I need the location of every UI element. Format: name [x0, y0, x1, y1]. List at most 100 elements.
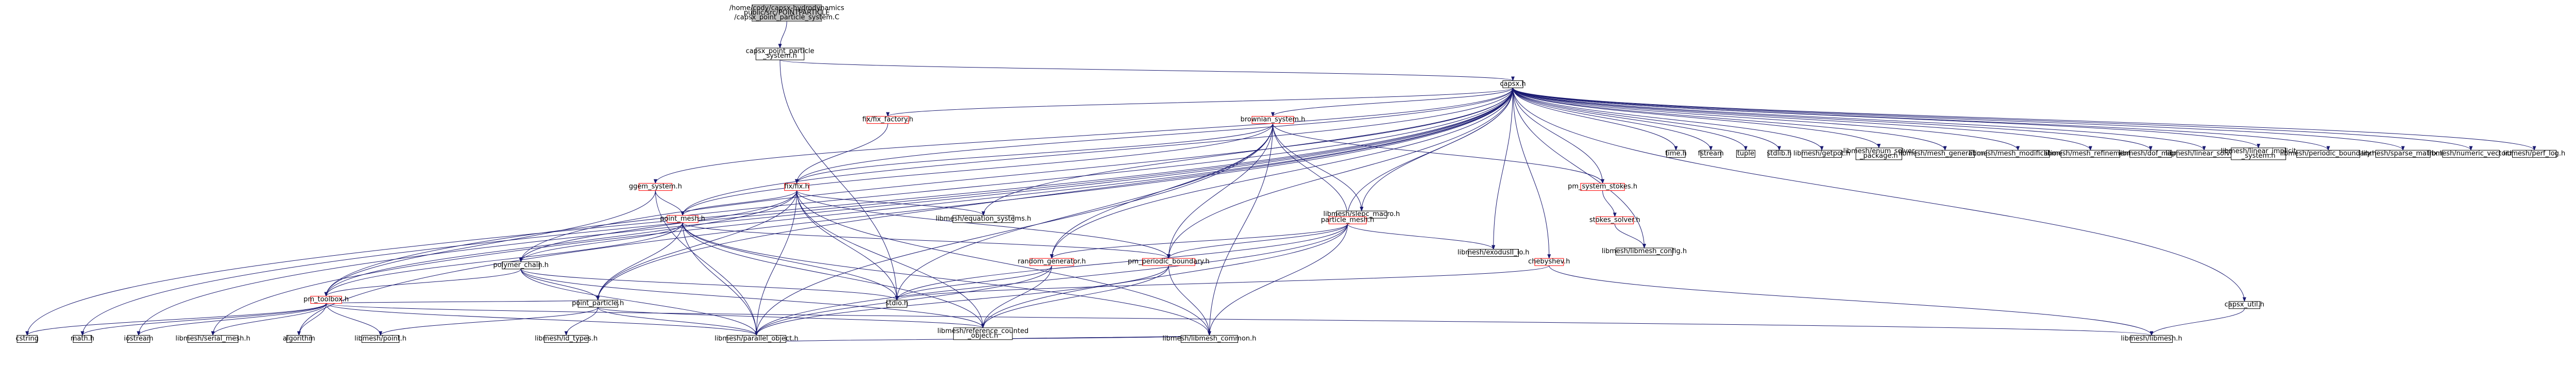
edge-point-mesh-to-pm-periodic [682, 222, 1171, 259]
edge-point-mesh-to-point-particle [596, 222, 683, 301]
node-stdlib[interactable]: stdlib.h [1767, 150, 1791, 158]
node-mesh-mod[interactable]: libmesh/mesh_modification.h [1969, 150, 2067, 158]
edge-capsx-to-iostream [137, 88, 1514, 336]
node-label: pm_periodic_boundary.h [1128, 258, 1210, 266]
node-serial-mesh[interactable]: libmesh/serial_mesh.h [176, 335, 250, 343]
edge-particle-mesh-to-reference-counted [981, 224, 1348, 328]
node-equation-systems[interactable]: libmesh/equation_systems.h [936, 215, 1031, 223]
edge-capsx-to-time [1513, 88, 1678, 151]
node-fix-factory[interactable]: fix/fix_factory.h [862, 116, 913, 124]
edge-capsx-to-fix [795, 88, 1514, 184]
node-perf-log[interactable]: libmesh/perf_log.h [2503, 150, 2565, 158]
node-linear-implicit[interactable]: libmesh/linear_implicit_system.h [2221, 147, 2296, 160]
node-capsx-util[interactable]: capsx_util.h [2225, 301, 2264, 309]
node-algorithm[interactable]: algorithm [283, 335, 315, 343]
node-lm-point[interactable]: libmesh/point.h [354, 335, 406, 343]
node-stdio[interactable]: stdio.h [886, 300, 908, 308]
node-label: random_generator.h [1018, 258, 1086, 266]
node-label: point_mesh.h [660, 215, 705, 223]
node-pm-stokes[interactable]: pm_system_stokes.h [1568, 183, 1637, 191]
edge-fix-to-point-particle [596, 190, 798, 301]
node-point-particle[interactable]: point_particle.h [572, 300, 624, 308]
node-label: cstring [16, 335, 39, 342]
node-sparse-matrix[interactable]: libmesh/sparse_matrix.h [2362, 150, 2444, 158]
node-label: polymer_chain.h [493, 261, 549, 269]
node-iostream[interactable]: iostream [124, 335, 154, 343]
node-box [1468, 249, 1519, 257]
edge-capsx-to-numeric-vector [1513, 88, 2473, 151]
node-mesh-ref[interactable]: libmesh/mesh_refinement.h [2044, 150, 2138, 158]
node-pm-toolbox[interactable]: pm_toolbox.h [303, 296, 349, 304]
node-tuple[interactable]: tuple [1736, 150, 1755, 158]
edge-point-particle-to-reference-counted [598, 307, 985, 328]
node-fix[interactable]: fix/fix.h [784, 183, 809, 191]
node-brownian[interactable]: brownian_system.h [1241, 116, 1306, 124]
node-cpps[interactable]: capsx_point_particle_system.h [745, 47, 814, 60]
edge-point-particle-to-id-types [564, 307, 599, 336]
node-libmesh-config[interactable]: libmesh/libmesh_config.h [1602, 247, 1687, 256]
node-cstring[interactable]: cstring [16, 335, 39, 343]
node-label: libmesh/reference_counted [937, 327, 1028, 335]
node-box [2231, 147, 2286, 160]
node-label: capsx.h [1500, 80, 1526, 88]
edge-pm-toolbox-to-parallel-object [326, 303, 758, 336]
node-linear-solver[interactable]: libmesh/linear_solver.h [2165, 150, 2243, 158]
node-label: /home/cody/capsx-hydrodynamics [730, 4, 844, 12]
node-root[interactable]: /home/cody/capsx-hydrodynamicspublic/src… [730, 4, 844, 22]
node-polymer-chain[interactable]: polymer_chain.h [493, 261, 549, 270]
node-reference-counted[interactable]: libmesh/reference_counted_object.h [937, 327, 1028, 340]
node-stokes-solver[interactable]: stokes_solver.h [1589, 216, 1640, 224]
edge-capsx-to-fix-factory [886, 87, 1514, 117]
node-box [1180, 335, 1239, 343]
edge-capsx-to-serial-mesh [211, 88, 1514, 336]
edge-point-mesh-to-libmesh-common [682, 222, 1211, 336]
node-periodic-boundary[interactable]: libmesh/periodic_boundary.h [2280, 150, 2377, 158]
edge-capsx-to-mesh-mod [1513, 88, 2020, 151]
node-time[interactable]: time.h [1665, 150, 1687, 158]
node-exodus[interactable]: libmesh/exodusII_io.h [1458, 249, 1530, 257]
node-random-gen[interactable]: random_generator.h [1018, 258, 1086, 266]
node-getpot[interactable]: libmesh/getpot.h [1793, 150, 1851, 158]
edge-point-mesh-to-pm-toolbox [324, 222, 683, 297]
node-id-types[interactable]: libmesh/id_types.h [535, 335, 598, 343]
node-box [1596, 216, 1634, 224]
node-box [638, 183, 672, 191]
node-numeric-vector[interactable]: libmesh/numeric_vector.h [2428, 150, 2514, 158]
node-libmesh-common[interactable]: libmesh/libmesh_common.h [1162, 335, 1257, 343]
node-particle-mesh[interactable]: particle_mesh.h [1321, 216, 1375, 224]
edge-brownian-to-point-mesh [681, 123, 1274, 216]
node-dof-map[interactable]: libmesh/dof_map.h [2119, 150, 2182, 158]
node-box [2296, 150, 2360, 158]
node-label: libmesh/mesh_generation.h [1899, 150, 1992, 157]
node-math[interactable]: math.h [71, 335, 94, 343]
node-mesh-gen[interactable]: libmesh/mesh_generation.h [1899, 150, 1992, 158]
edge-brownian-to-parallel-object [754, 123, 1274, 336]
edge-capsx-to-enum-solver [1513, 88, 1881, 148]
node-pm-periodic[interactable]: pm_periodic_boundary.h [1128, 258, 1210, 266]
node-label: point_particle.h [572, 300, 624, 307]
node-box [886, 300, 907, 308]
node-label: fix/fix.h [784, 183, 809, 191]
edge-capsx-to-stdlib [1513, 88, 1781, 151]
node-fstream[interactable]: fstream [1698, 150, 1724, 158]
edge-stokes-solver-to-libmesh-config [1614, 224, 1646, 249]
edge-capsx-to-pm-periodic [1166, 88, 1514, 259]
node-box [502, 261, 540, 270]
node-capsx[interactable]: capsx.h [1500, 80, 1526, 88]
node-slepc[interactable]: libmesh/slepc_macro.h [1323, 210, 1400, 219]
node-libmesh-h[interactable]: libmesh/libmesh.h [2121, 335, 2182, 343]
node-parallel-object[interactable]: libmesh/parallel_object.h [715, 335, 799, 343]
edge-point-mesh-to-reference-counted [682, 222, 985, 328]
node-point-mesh[interactable]: point_mesh.h [660, 215, 705, 223]
node-label: libmesh/id_types.h [535, 335, 598, 342]
node-label: particle_mesh.h [1321, 216, 1375, 224]
node-ggem[interactable]: ggem_system.h [629, 183, 682, 191]
node-label: libmesh/linear_implicit [2221, 147, 2296, 155]
node-box [953, 327, 1013, 340]
edge-brownian-to-libmesh-common [1207, 123, 1274, 336]
edge-polymer-chain-to-pm-toolbox [324, 269, 521, 297]
node-enum-solver[interactable]: libmesh/enum_solver_package.h [1843, 147, 1915, 160]
node-box [1615, 247, 1673, 256]
node-chebyshev[interactable]: chebyshev.h [1528, 258, 1570, 266]
edge-polymer-chain-to-reference-counted [520, 269, 985, 328]
